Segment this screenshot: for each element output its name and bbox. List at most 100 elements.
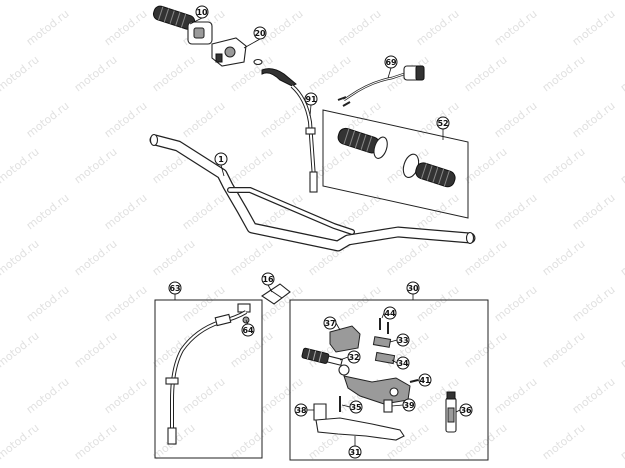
watermark-text: motod.ru (414, 7, 462, 48)
watermark-text: motod.ru (150, 53, 198, 94)
svg-text:33: 33 (397, 336, 408, 345)
watermark-text: motod.ru (492, 99, 540, 140)
clutch-cable-part (154, 299, 263, 459)
watermark-text: motod.ru (72, 237, 120, 278)
watermark-text: motod.ru (102, 99, 150, 140)
watermark-text: motod.ru (540, 421, 588, 462)
watermark-text: motod.ru (570, 375, 618, 416)
callout-91: 91 (304, 92, 318, 106)
svg-text:35: 35 (350, 403, 362, 412)
watermark-text: motod.ru (24, 375, 72, 416)
watermark-text: motod.ru (24, 7, 72, 48)
watermark-text: motod.ru (336, 283, 384, 324)
watermark-text: motod.ru (150, 237, 198, 278)
watermark-text: motod.ru (258, 99, 306, 140)
svg-text:39: 39 (403, 401, 415, 410)
watermark-text: motod.ru (462, 421, 510, 462)
watermark-text: motod.ru (462, 0, 510, 2)
watermark-text: motod.ru (540, 53, 588, 94)
svg-text:10: 10 (196, 8, 208, 17)
svg-text:1: 1 (218, 155, 224, 164)
svg-text:34: 34 (397, 359, 409, 368)
watermark-text: motod.ru (0, 421, 42, 462)
watermark-text: motod.ru (72, 145, 120, 186)
watermark-text: motod.ru (180, 375, 228, 416)
watermark-text: motod.ru (618, 237, 625, 278)
callout-64: 64 (241, 323, 255, 337)
kill-switch-part (337, 65, 425, 107)
watermark-text: motod.ru (306, 53, 354, 94)
svg-text:37: 37 (324, 319, 335, 328)
callout-layer: 10 20 69 91 52 1 16 63 30 64 37 44 33 32… (168, 5, 473, 459)
watermark-text: motod.ru (384, 421, 432, 462)
callout-30: 30 (406, 281, 420, 295)
svg-text:52: 52 (437, 119, 448, 128)
throttle-cable-part (253, 58, 318, 193)
handlebar-part (149, 133, 476, 252)
watermark-text: motod.ru (0, 145, 42, 186)
watermark-text: motod.ru (540, 329, 588, 370)
leader-lines (174, 17, 461, 446)
watermark-text: motod.ru (72, 0, 120, 2)
watermark-text: motod.ru (228, 0, 276, 2)
watermark-text: motod.ru (228, 237, 276, 278)
watermark-text: motod.ru (492, 375, 540, 416)
svg-text:20: 20 (254, 29, 266, 38)
svg-text:41: 41 (419, 376, 431, 385)
watermark-text: motod.ru (72, 421, 120, 462)
watermark-text: motod.ru (570, 7, 618, 48)
watermark-text: motod.ru (570, 283, 618, 324)
svg-text:36: 36 (460, 406, 472, 415)
svg-text:64: 64 (242, 326, 254, 335)
callout-20: 20 (253, 26, 267, 40)
grip-set-part (322, 109, 469, 219)
watermark-text: motod.ru (24, 99, 72, 140)
watermark-text: motod.ru (384, 237, 432, 278)
watermark-text: motod.ru (180, 99, 228, 140)
watermark-text: motod.ru (150, 329, 198, 370)
watermark-text: motod.ru (102, 7, 150, 48)
callout-35: 35 (349, 400, 363, 414)
svg-text:30: 30 (407, 284, 419, 293)
watermark-text: motod.ru (102, 283, 150, 324)
watermark-text: motod.ru (618, 0, 625, 2)
watermark-text: motod.ru (102, 375, 150, 416)
watermark-text: motod.ru (228, 421, 276, 462)
watermark-text: motod.ru (414, 283, 462, 324)
callout-63: 63 (168, 281, 182, 295)
watermark-text: motod.ru (0, 237, 42, 278)
watermark-text: motod.ru (180, 191, 228, 232)
callout-38: 38 (294, 403, 308, 417)
callout-69: 69 (384, 55, 398, 69)
callout-33: 33 (396, 333, 410, 347)
svg-text:32: 32 (348, 353, 359, 362)
watermark-text: motod.ru (150, 0, 198, 2)
watermark-text: motod.ru (618, 421, 625, 462)
svg-text:38: 38 (295, 406, 307, 415)
watermark-text: motod.ru (492, 7, 540, 48)
callout-44: 44 (383, 306, 397, 320)
watermark-text: motod.ru (102, 191, 150, 232)
watermark-text: motod.ru (72, 53, 120, 94)
watermark-text: motod.ru (72, 329, 120, 370)
throttle-housing-part (211, 37, 247, 67)
watermark-text: motod.ru (618, 53, 625, 94)
watermark-text: motod.ru (462, 329, 510, 370)
svg-text:31: 31 (349, 448, 361, 457)
watermark-text: motod.ru (492, 283, 540, 324)
throttle-grip-part (152, 5, 213, 45)
watermark-text: motod.ru (618, 329, 625, 370)
watermark-text: motod.ru (0, 53, 42, 94)
watermark-text: motod.ru (618, 145, 625, 186)
callout-36: 36 (459, 403, 473, 417)
watermark-text: motod.ru (540, 145, 588, 186)
callout-16: 16 (261, 272, 275, 286)
watermark-text: motod.ru (540, 237, 588, 278)
callout-39: 39 (402, 398, 416, 412)
callout-31: 31 (348, 445, 362, 459)
watermark-text: motod.ru (540, 0, 588, 2)
watermark-text: motod.ru (462, 145, 510, 186)
watermark-text: motod.ru (306, 0, 354, 2)
svg-text:16: 16 (262, 275, 274, 284)
